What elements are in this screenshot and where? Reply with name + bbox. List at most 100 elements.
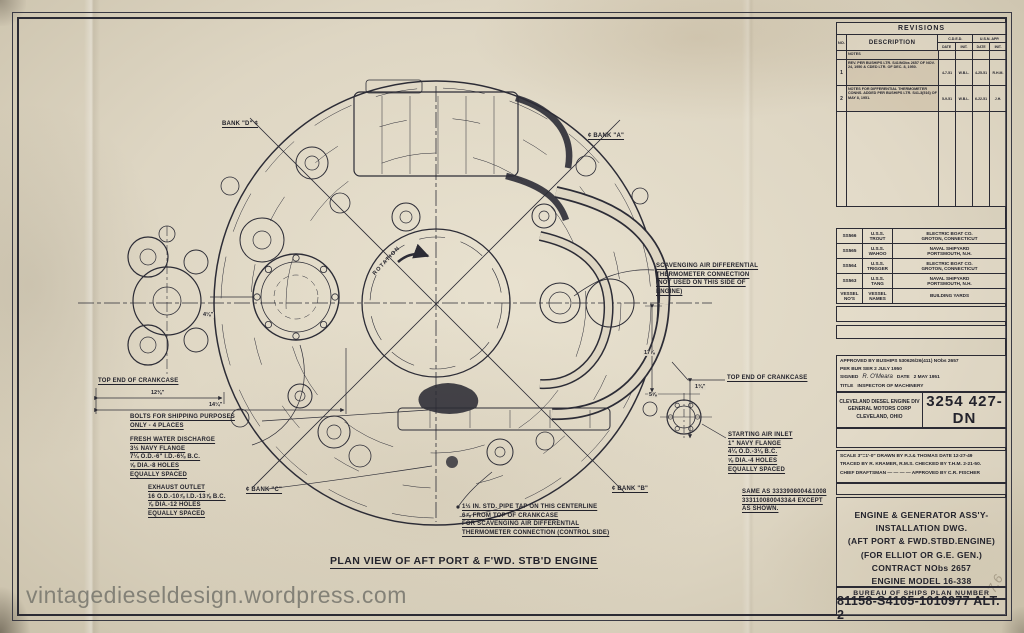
- company-block: CLEVELAND DIESEL ENGINE DIV GENERAL MOTO…: [836, 392, 1007, 428]
- table-row: 2 NOTES FOR DIFFERENTIAL THERMOMETER CON…: [837, 86, 1006, 112]
- traced-line: TRACED BY R. KRAMER, R.M.S. CHECKED BY T…: [840, 462, 982, 468]
- signature: R. O'Meara: [862, 374, 893, 381]
- cded-group: C.D.E.D. DATE INIT.: [938, 35, 974, 50]
- cell: [990, 112, 1006, 206]
- same-as-note: SAME AS 3333908004&1008 3331100800433&4 …: [742, 489, 827, 513]
- dimension-label: 14¼": [208, 402, 224, 408]
- cell: 4-25-51: [973, 60, 990, 85]
- drawing-title: ENGINE & GENERATOR ASS'Y- INSTALLATION D…: [847, 510, 996, 586]
- cell: [847, 112, 939, 206]
- cell: U.S.N. APP.: [973, 35, 1006, 43]
- vessel-table: SS566 U.S.S. TROUT ELECTRIC BOAT CO. GRO…: [836, 228, 1007, 304]
- watermark: vintagedieseldesign.wordpress.com: [26, 582, 407, 608]
- cell: 5-9-51: [939, 86, 956, 111]
- empty-form-band: [836, 428, 1007, 448]
- cell: [956, 51, 973, 59]
- table-row: SS563 U.S.S. TANG NAVAL SHIPYARD PORTSMO…: [837, 274, 1006, 289]
- shipping-bolts-note: BOLTS FOR SHIPPING PURPOSES ONLY - 4 PLA…: [130, 414, 235, 429]
- table-row: SS566 U.S.S. TROUT ELECTRIC BOAT CO. GRO…: [837, 229, 1006, 244]
- cell: [973, 112, 990, 206]
- scale-line: SCALE 3"=1'-0" DRAWN BY P.J.& THOMAS DAT…: [840, 454, 973, 459]
- approval-line: APPROVED BY BUSHIPS 530626/26(411) NObs …: [840, 359, 959, 364]
- vessel-name-cell: U.S.S. TANG: [863, 274, 893, 288]
- starting-air-inlet-note: STARTING AIR INLET 1" NAVY FLANGE 4¼ O.D…: [728, 432, 793, 473]
- fresh-water-discharge-note: FRESH WATER DISCHARGE 3½ NAVY FLANGE 7¼ …: [130, 437, 216, 478]
- bank-a-label: ¢ BANK "A": [588, 133, 625, 139]
- scale-block: SCALE 3"=1'-0" DRAWN BY P.J.& THOMAS DAT…: [836, 450, 1007, 483]
- cell: VESSEL NO'S: [837, 289, 863, 303]
- vessel-number-cell: SS565: [837, 244, 863, 258]
- cell: INIT.: [960, 44, 968, 49]
- revisions-header-row: NO. DESCRIPTION C.D.E.D. DATE INIT. U.S.…: [837, 35, 1006, 51]
- date-label: DATE: [896, 375, 910, 381]
- top-end-crankcase-left-label: TOP END OF CRANKCASE: [98, 378, 179, 384]
- cell: NOTES: [847, 51, 939, 59]
- title-label: TITLE: [840, 383, 854, 389]
- revisions-title: REVISIONS: [837, 23, 1006, 35]
- dimension-label: 5⅝: [648, 392, 658, 398]
- building-yard-cell: ELECTRIC BOAT CO. GROTON, CONNECTICUT: [921, 260, 978, 272]
- empty-form-band: [836, 325, 1007, 339]
- vessel-name-cell: U.S.S. WAHOO: [863, 244, 893, 258]
- empty-form-band: [836, 306, 1007, 322]
- vessel-name-cell: U.S.S. TROUT: [863, 229, 893, 243]
- cell: DATE: [973, 43, 991, 50]
- cell: W.B.L.: [956, 60, 973, 85]
- table-row: SS565 U.S.S. WAHOO NAVAL SHIPYARD PORTSM…: [837, 244, 1006, 259]
- vessel-number-cell: SS563: [837, 274, 863, 288]
- cell: 1: [837, 60, 847, 85]
- table-row: 1 REV. PER BUSHIPS LTR. S41/NObs 2657 OF…: [837, 60, 1006, 86]
- cell: INIT.: [994, 44, 1002, 49]
- exhaust-outlet-note: EXHAUST OUTLET 16 O.D.-10⅞ I.D.-13⅞ B.C.…: [148, 485, 226, 518]
- dimension-label: 1¾": [694, 384, 707, 390]
- cell: J.H.: [994, 96, 1002, 101]
- cell: [956, 112, 973, 206]
- cell: VESSEL NAMES: [863, 289, 893, 303]
- top-end-crankcase-right-label: TOP END OF CRANKCASE: [727, 375, 808, 381]
- vessel-name-cell: U.S.S. TRIGGER: [863, 259, 893, 273]
- date-value: 2 MAY 1951: [913, 375, 940, 381]
- usn-group: U.S.N. APP. DATE INIT.: [973, 35, 1006, 50]
- table-row: [837, 112, 1006, 206]
- plan-number-label: BUREAU OF SHIPS PLAN NUMBER: [836, 587, 1007, 599]
- cell: DESCRIPTION: [847, 35, 939, 50]
- table-row: SS564 U.S.S. TRIGGER ELECTRIC BOAT CO. G…: [837, 259, 1006, 274]
- dimension-label: 12⅜": [150, 390, 166, 396]
- approval-block: APPROVED BY BUSHIPS 530626/26(411) NObs …: [836, 355, 1007, 392]
- cell: W.B.L.: [956, 86, 973, 111]
- cell: DATE: [938, 43, 956, 50]
- title-line: TITLE INSPECTOR OF MACHINERY: [840, 383, 1003, 391]
- plan-number-value: 81158-S4105-1010977 ALT. 2: [836, 594, 1007, 622]
- table-footer-row: VESSEL NO'S VESSEL NAMES BUILDING YARDS: [837, 289, 1006, 303]
- cell: 6-22-51: [973, 86, 990, 111]
- bank-c-label: ¢ BANK "C": [246, 487, 283, 493]
- bank-d-label: BANK "D" ¢: [222, 121, 259, 127]
- cell: [939, 112, 956, 206]
- pipe-tap-note: 1½ IN. STD. PIPE TAP ON THIS CENTERLINE …: [462, 504, 610, 537]
- cell: R.H.M.: [992, 70, 1004, 75]
- scavenging-air-note: SCAVENGING AIR DIFFERENTIAL THERMOMETER …: [656, 263, 759, 296]
- cell: NO.: [837, 35, 847, 50]
- cell: [837, 51, 847, 59]
- company-name: CLEVELAND DIESEL ENGINE DIV GENERAL MOTO…: [837, 393, 923, 427]
- revisions-table: REVISIONS NO. DESCRIPTION C.D.E.D. DATE …: [836, 22, 1007, 207]
- title-block: ENGINE & GENERATOR ASS'Y- INSTALLATION D…: [836, 497, 1007, 587]
- title-value: INSPECTOR OF MACHINERY: [857, 383, 924, 389]
- sheet-border-outer: [12, 12, 1012, 621]
- cell: C.D.E.D.: [938, 35, 973, 43]
- cell: 4-7-51: [939, 60, 956, 85]
- cell: [939, 51, 956, 59]
- dimension-label: 4⅛": [202, 312, 215, 318]
- empty-form-band: [836, 483, 1007, 495]
- building-yard-cell: ELECTRIC BOAT CO. GROTON, CONNECTICUT: [921, 230, 978, 242]
- cell: BUILDING YARDS: [929, 293, 970, 299]
- building-yard-cell: NAVAL SHIPYARD PORTSMOUTH, N.H.: [927, 245, 972, 257]
- draftsman-line: CHIEF DRAFTSMAN — — — — APPROVED BY C.R.…: [840, 470, 980, 476]
- cell: NOTES FOR DIFFERENTIAL THERMOMETER CONNS…: [847, 86, 939, 111]
- approval-line: PER BUR SER 2 JULY 1950: [840, 366, 902, 372]
- building-yard-cell: NAVAL SHIPYARD PORTSMOUTH, N.H.: [927, 275, 972, 287]
- bank-b-label: ¢ BANK "B": [612, 486, 649, 492]
- vessel-number-cell: SS566: [837, 229, 863, 243]
- drawing-number: 3254 427-DN: [926, 393, 1003, 427]
